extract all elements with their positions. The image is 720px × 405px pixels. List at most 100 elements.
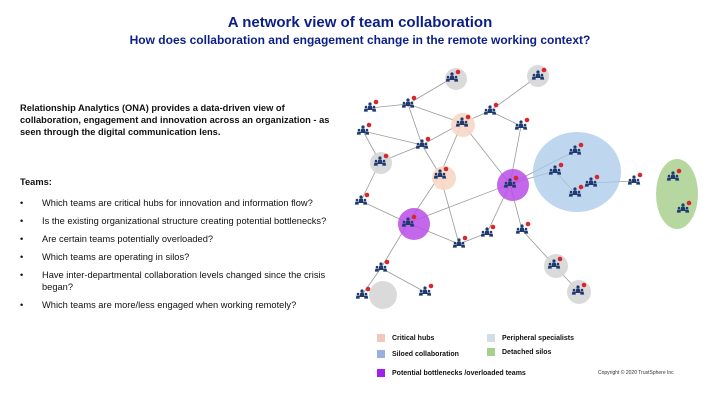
team-person-icon [676,200,692,213]
team-person-icon [356,122,372,135]
alert-badge-icon [686,200,692,206]
alert-badge-icon [578,184,584,190]
detached-silo-cluster [656,159,698,229]
network-edge [362,130,423,146]
question-text: Have inter-departmental collaboration le… [42,270,326,292]
alert-badge-icon [373,99,379,105]
legend-potential-bottlenecks: Potential bottlenecks /overloaded teams [377,369,526,377]
network-nodes [354,67,692,299]
team-person-icon [480,224,496,237]
team-person-icon [627,172,643,185]
page-title: A network view of team collaboration [227,14,493,31]
alert-badge-icon [578,142,584,148]
team-person-icon [503,175,519,188]
network-graph [354,65,698,309]
alert-badge-icon [493,102,499,108]
alert-badge-icon [594,174,600,180]
team-person-icon [531,67,547,80]
network-edge [380,267,426,293]
question-item: • Which teams are critical hubs for innov… [20,197,340,209]
alert-badge-icon [676,168,682,174]
team-person-icon [401,95,417,108]
legend-label: Critical hubs [392,334,435,342]
intro-paragraph: Relationship Analytics (ONA) provides a … [20,103,330,137]
alert-badge-icon [490,224,496,230]
legend-label: Potential bottlenecks /overloaded teams [392,369,526,377]
team-person-icon [455,114,471,127]
team-person-icon [452,235,468,248]
alert-badge-icon [443,166,449,172]
legend-swatch [487,334,495,342]
legend-detached-silos: Detached silos [487,348,551,356]
bullet-icon: • [20,300,24,310]
team-person-icon [363,99,379,112]
question-item: • Are certain teams potentially overloade… [20,233,340,245]
legend-critical-hubs: Critical hubs [377,334,434,342]
alert-badge-icon [525,221,531,227]
alert-badge-icon [524,117,530,123]
network-edge [361,267,382,296]
team-person-icon [373,153,389,166]
question-text: Which teams are more/less engaged when w… [42,300,297,310]
legend-label: Siloed collaboration [392,350,459,358]
page-subtitle: How does collaboration and engagement ch… [129,33,591,47]
team-person-icon [568,184,584,197]
team-person-icon [415,136,431,149]
legend-swatch [487,348,495,356]
legend-label: Peripheral specialists [502,334,574,342]
copyright-text: Copyright © 2020 TrustSphere Inc [598,370,674,376]
question-item: • Have inter-departmental collaboration l… [20,269,340,293]
team-person-icon [514,117,530,130]
alert-badge-icon [513,175,519,181]
legend-label: Detached silos [502,348,552,356]
team-person-icon [418,283,434,296]
team-person-icon [584,174,600,187]
alert-badge-icon [581,282,587,288]
alert-badge-icon [541,67,547,73]
alert-badge-icon [557,256,563,262]
bullet-icon: • [20,234,24,244]
alert-badge-icon [462,235,468,241]
legend-swatch [377,350,385,358]
network-edge [407,103,423,146]
question-text: Are certain teams potentially overloaded… [42,234,214,244]
team-person-icon [483,102,499,115]
alert-badge-icon [637,172,643,178]
bullet-icon: • [20,270,24,280]
network-edge [369,102,409,109]
team-person-icon [568,142,584,155]
alert-badge-icon [383,153,389,159]
alert-badge-icon [366,122,372,128]
legend-swatch [377,334,385,342]
bottleneck-cluster [398,208,430,240]
team-person-icon [374,259,390,272]
question-item: •Is the existing organizational structur… [20,215,340,227]
team-person-icon [547,256,563,269]
alert-badge-icon [558,162,564,168]
team-person-icon [401,214,417,227]
legend-siloed-collaboration: Siloed collaboration [377,350,459,358]
team-person-icon [666,168,682,181]
teams-question-list: • Which teams are critical hubs for innov… [20,197,340,317]
team-person-icon [354,192,370,205]
alert-badge-icon [364,192,370,198]
bullet-icon: • [20,252,24,262]
team-person-icon [571,282,587,295]
teams-heading: Teams: [20,177,52,187]
alert-badge-icon [428,283,434,289]
team-person-icon [548,162,564,175]
team-person-icon [355,286,371,299]
network-clusters [369,65,698,309]
alert-badge-icon [384,259,390,265]
question-text: Is the existing organizational structure… [42,216,327,226]
bullet-icon: • [20,198,24,208]
alert-badge-icon [425,136,431,142]
question-item: • Which teams are more/less engaged when … [20,299,340,311]
team-person-icon [433,166,449,179]
alert-badge-icon [411,214,417,220]
team-person-icon [515,221,531,234]
alert-badge-icon [411,95,417,101]
alert-badge-icon [365,286,371,292]
question-text: Which teams are operating in silos? [42,252,190,262]
question-text: Which teams are critical hubs for innova… [42,198,313,208]
